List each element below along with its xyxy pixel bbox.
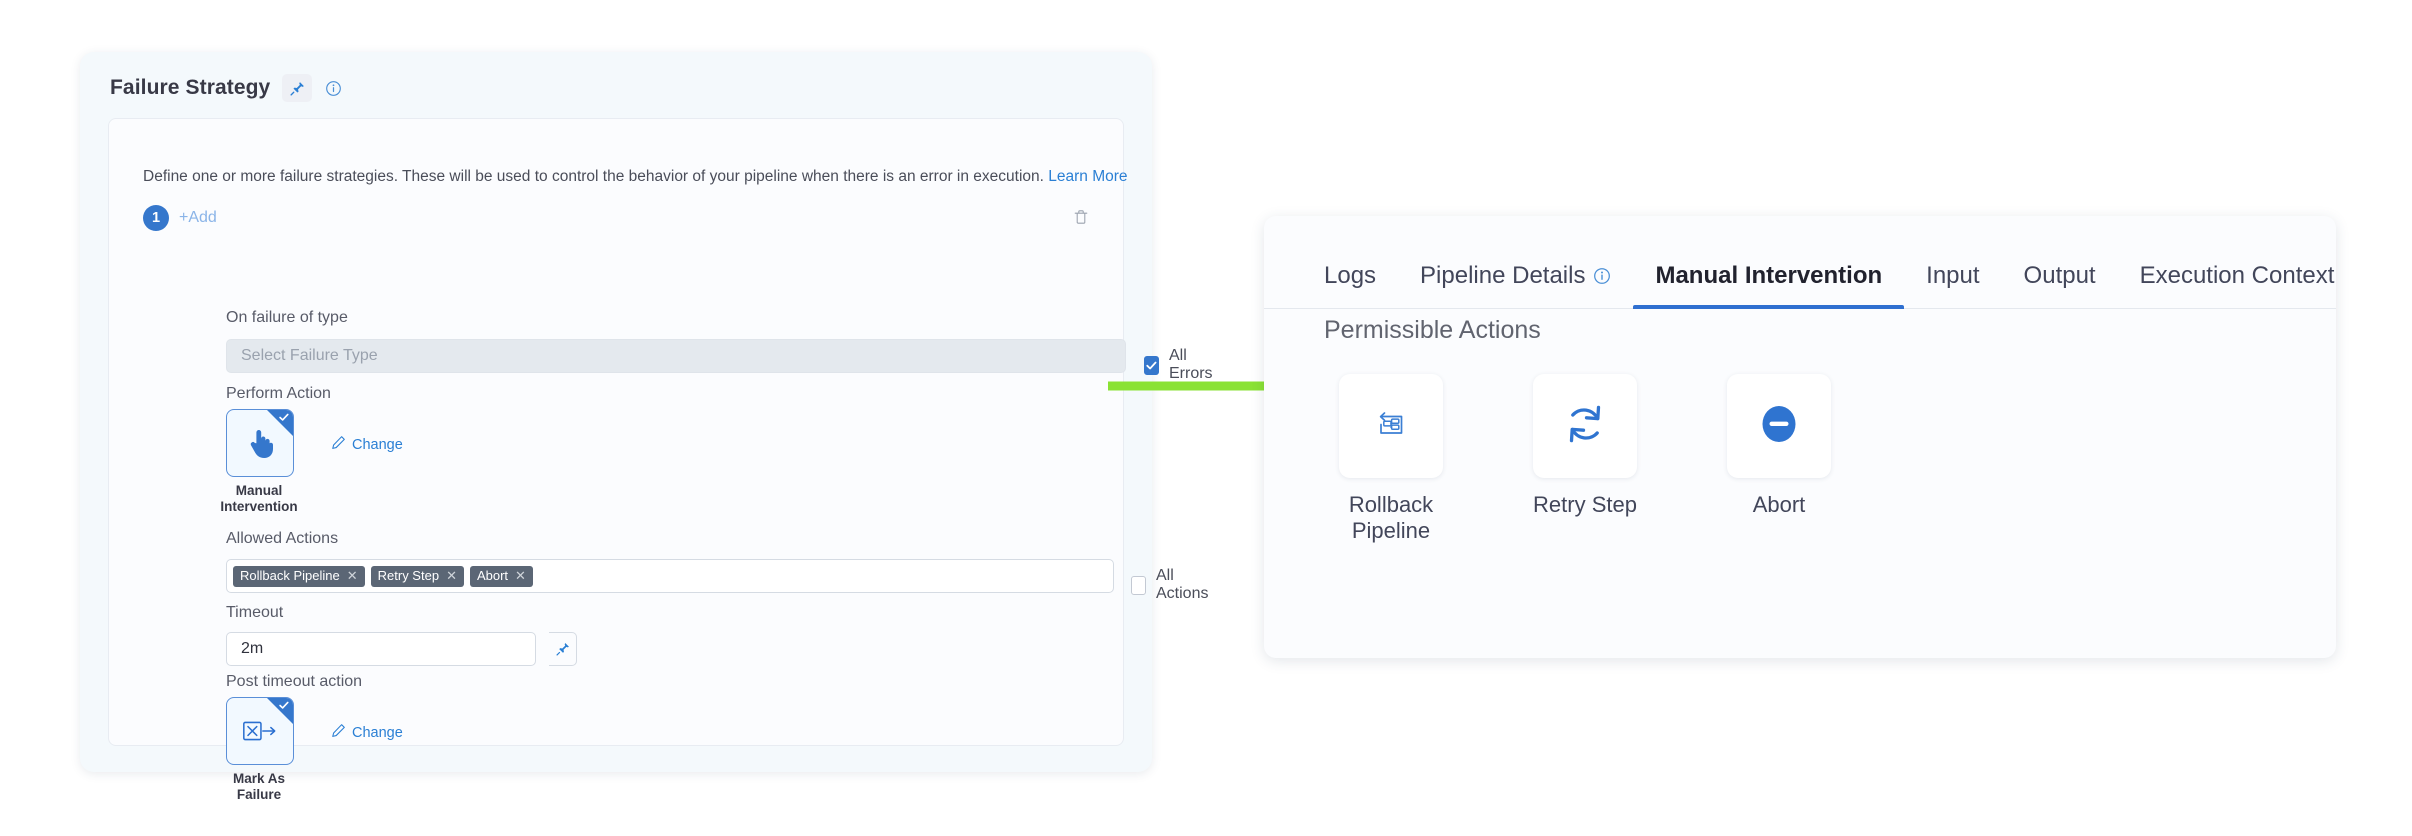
perform-action-caption-line2: Intervention: [220, 499, 298, 514]
remove-tag-icon[interactable]: ✕: [446, 567, 457, 583]
info-icon[interactable]: [324, 79, 343, 98]
tag-label: Abort: [476, 567, 509, 583]
tag-label: Retry Step: [377, 567, 440, 583]
remove-tag-icon[interactable]: ✕: [346, 567, 358, 583]
allowed-action-tag[interactable]: Rollback Pipeline ✕: [233, 565, 365, 587]
perform-action-label: Perform Action: [226, 385, 331, 402]
retry-step-card[interactable]: [1533, 374, 1637, 478]
permissible-action-retry-step[interactable]: Retry Step: [1516, 374, 1654, 544]
check-icon: [278, 699, 290, 713]
tab-pipeline-details[interactable]: Pipeline Details: [1398, 262, 1633, 308]
tab-execution-context[interactable]: Execution Context: [2118, 262, 2336, 308]
hand-pointer-icon: [227, 410, 293, 476]
tab-logs-label: Logs: [1324, 262, 1377, 289]
tab-manual-intervention[interactable]: Manual Intervention: [1633, 262, 1904, 309]
check-icon: [278, 411, 290, 425]
remove-tag-icon[interactable]: ✕: [515, 567, 526, 583]
on-failure-of-type-label: On failure of type: [226, 309, 348, 326]
post-timeout-action-label: Post timeout action: [226, 673, 363, 690]
tab-pipeline-details-label: Pipeline Details: [1420, 262, 1586, 289]
execution-details-panel: Logs Pipeline Details Manual Interventio…: [1264, 216, 2336, 658]
all-actions-checkbox[interactable]: [1131, 575, 1146, 595]
failure-strategy-body: Define one or more failure strategies. T…: [108, 118, 1213, 802]
permissible-action-abort[interactable]: Abort: [1710, 374, 1848, 544]
perform-action-caption-line1: Manual: [235, 483, 283, 498]
selected-corner: [267, 410, 293, 436]
post-timeout-action-caption: Mark As Failure: [209, 771, 309, 803]
page-title: Failure Strategy: [110, 76, 271, 99]
rollback-pipeline-card[interactable]: [1339, 374, 1443, 478]
add-strategy-button[interactable]: +Add: [179, 209, 217, 226]
permissible-actions-title: Permissible Actions: [1324, 316, 1541, 344]
perform-action-tile[interactable]: [226, 409, 294, 477]
failure-strategy-description: Define one or more failure strategies. T…: [143, 168, 1128, 186]
allowed-actions-label: Allowed Actions: [226, 530, 339, 547]
strategy-tab-row: 1 +Add: [143, 205, 217, 231]
rollback-pipeline-icon: [1369, 402, 1413, 451]
change-label: Change: [352, 724, 403, 741]
trash-icon[interactable]: [1071, 207, 1093, 229]
tab-logs[interactable]: Logs: [1302, 262, 1398, 308]
allowed-action-tag[interactable]: Abort ✕: [469, 565, 533, 587]
timeout-pin-icon[interactable]: [549, 632, 577, 666]
tab-input-label: Input: [1926, 262, 1980, 289]
perform-action-caption: Manual Intervention: [209, 483, 309, 515]
pencil-icon: [331, 723, 346, 742]
all-errors-label: All Errors: [1169, 347, 1213, 382]
failure-strategy-header: Failure Strategy: [110, 74, 343, 102]
strategy-index-badge[interactable]: 1: [143, 205, 169, 231]
details-tabs: Logs Pipeline Details Manual Interventio…: [1264, 216, 2336, 309]
mark-as-failure-icon: [227, 698, 293, 764]
timeout-value: 2m: [241, 640, 264, 657]
retry-step-icon: [1559, 398, 1611, 455]
failure-type-select[interactable]: Select Failure Type: [226, 339, 1126, 373]
selected-corner: [267, 698, 293, 724]
post-timeout-caption-line1: Mark As: [232, 771, 286, 786]
allowed-actions-multiselect[interactable]: Rollback Pipeline ✕ Retry Step ✕ Abort ✕: [226, 559, 1114, 593]
failure-type-placeholder: Select Failure Type: [241, 347, 378, 364]
perform-action-change-button[interactable]: Change: [331, 435, 403, 454]
all-errors-checkbox[interactable]: [1144, 355, 1159, 375]
tab-output-label: Output: [2023, 262, 2096, 289]
all-actions-checkbox-row[interactable]: All Actions: [1131, 567, 1212, 603]
tab-execution-context-label: Execution Context: [2139, 262, 2335, 289]
pencil-icon: [331, 435, 346, 454]
all-actions-label: All Actions: [1156, 567, 1209, 602]
permissible-action-rollback-pipeline[interactable]: Rollback Pipeline: [1322, 374, 1460, 544]
retry-step-label: Retry Step: [1533, 492, 1637, 517]
timeout-input[interactable]: 2m: [226, 632, 536, 666]
learn-more-link[interactable]: Learn More: [1048, 168, 1128, 185]
permissible-actions-grid: Rollback Pipeline Retry Step: [1322, 374, 1848, 544]
info-icon[interactable]: [1593, 267, 1611, 285]
description-text: Define one or more failure strategies. T…: [143, 168, 1044, 185]
abort-icon: [1754, 399, 1804, 454]
tab-manual-intervention-label: Manual Intervention: [1655, 262, 1883, 289]
post-timeout-caption-line2: Failure: [236, 787, 282, 802]
abort-card[interactable]: [1727, 374, 1831, 478]
all-errors-checkbox-row[interactable]: All Errors: [1144, 347, 1217, 383]
post-timeout-change-button[interactable]: Change: [331, 723, 403, 742]
pin-icon[interactable]: [282, 74, 313, 102]
post-timeout-action-tile[interactable]: [226, 697, 294, 765]
tag-label: Rollback Pipeline: [240, 567, 340, 583]
abort-label: Abort: [1752, 492, 1806, 517]
rollback-pipeline-label: Rollback Pipeline: [1348, 492, 1434, 543]
allowed-action-tag[interactable]: Retry Step ✕: [370, 565, 464, 587]
change-label: Change: [352, 436, 403, 453]
tab-input[interactable]: Input: [1904, 262, 2001, 308]
tab-output[interactable]: Output: [2002, 262, 2118, 308]
timeout-label: Timeout: [226, 604, 284, 621]
failure-strategy-card: Failure Strategy Define one or more fail…: [80, 52, 1213, 802]
